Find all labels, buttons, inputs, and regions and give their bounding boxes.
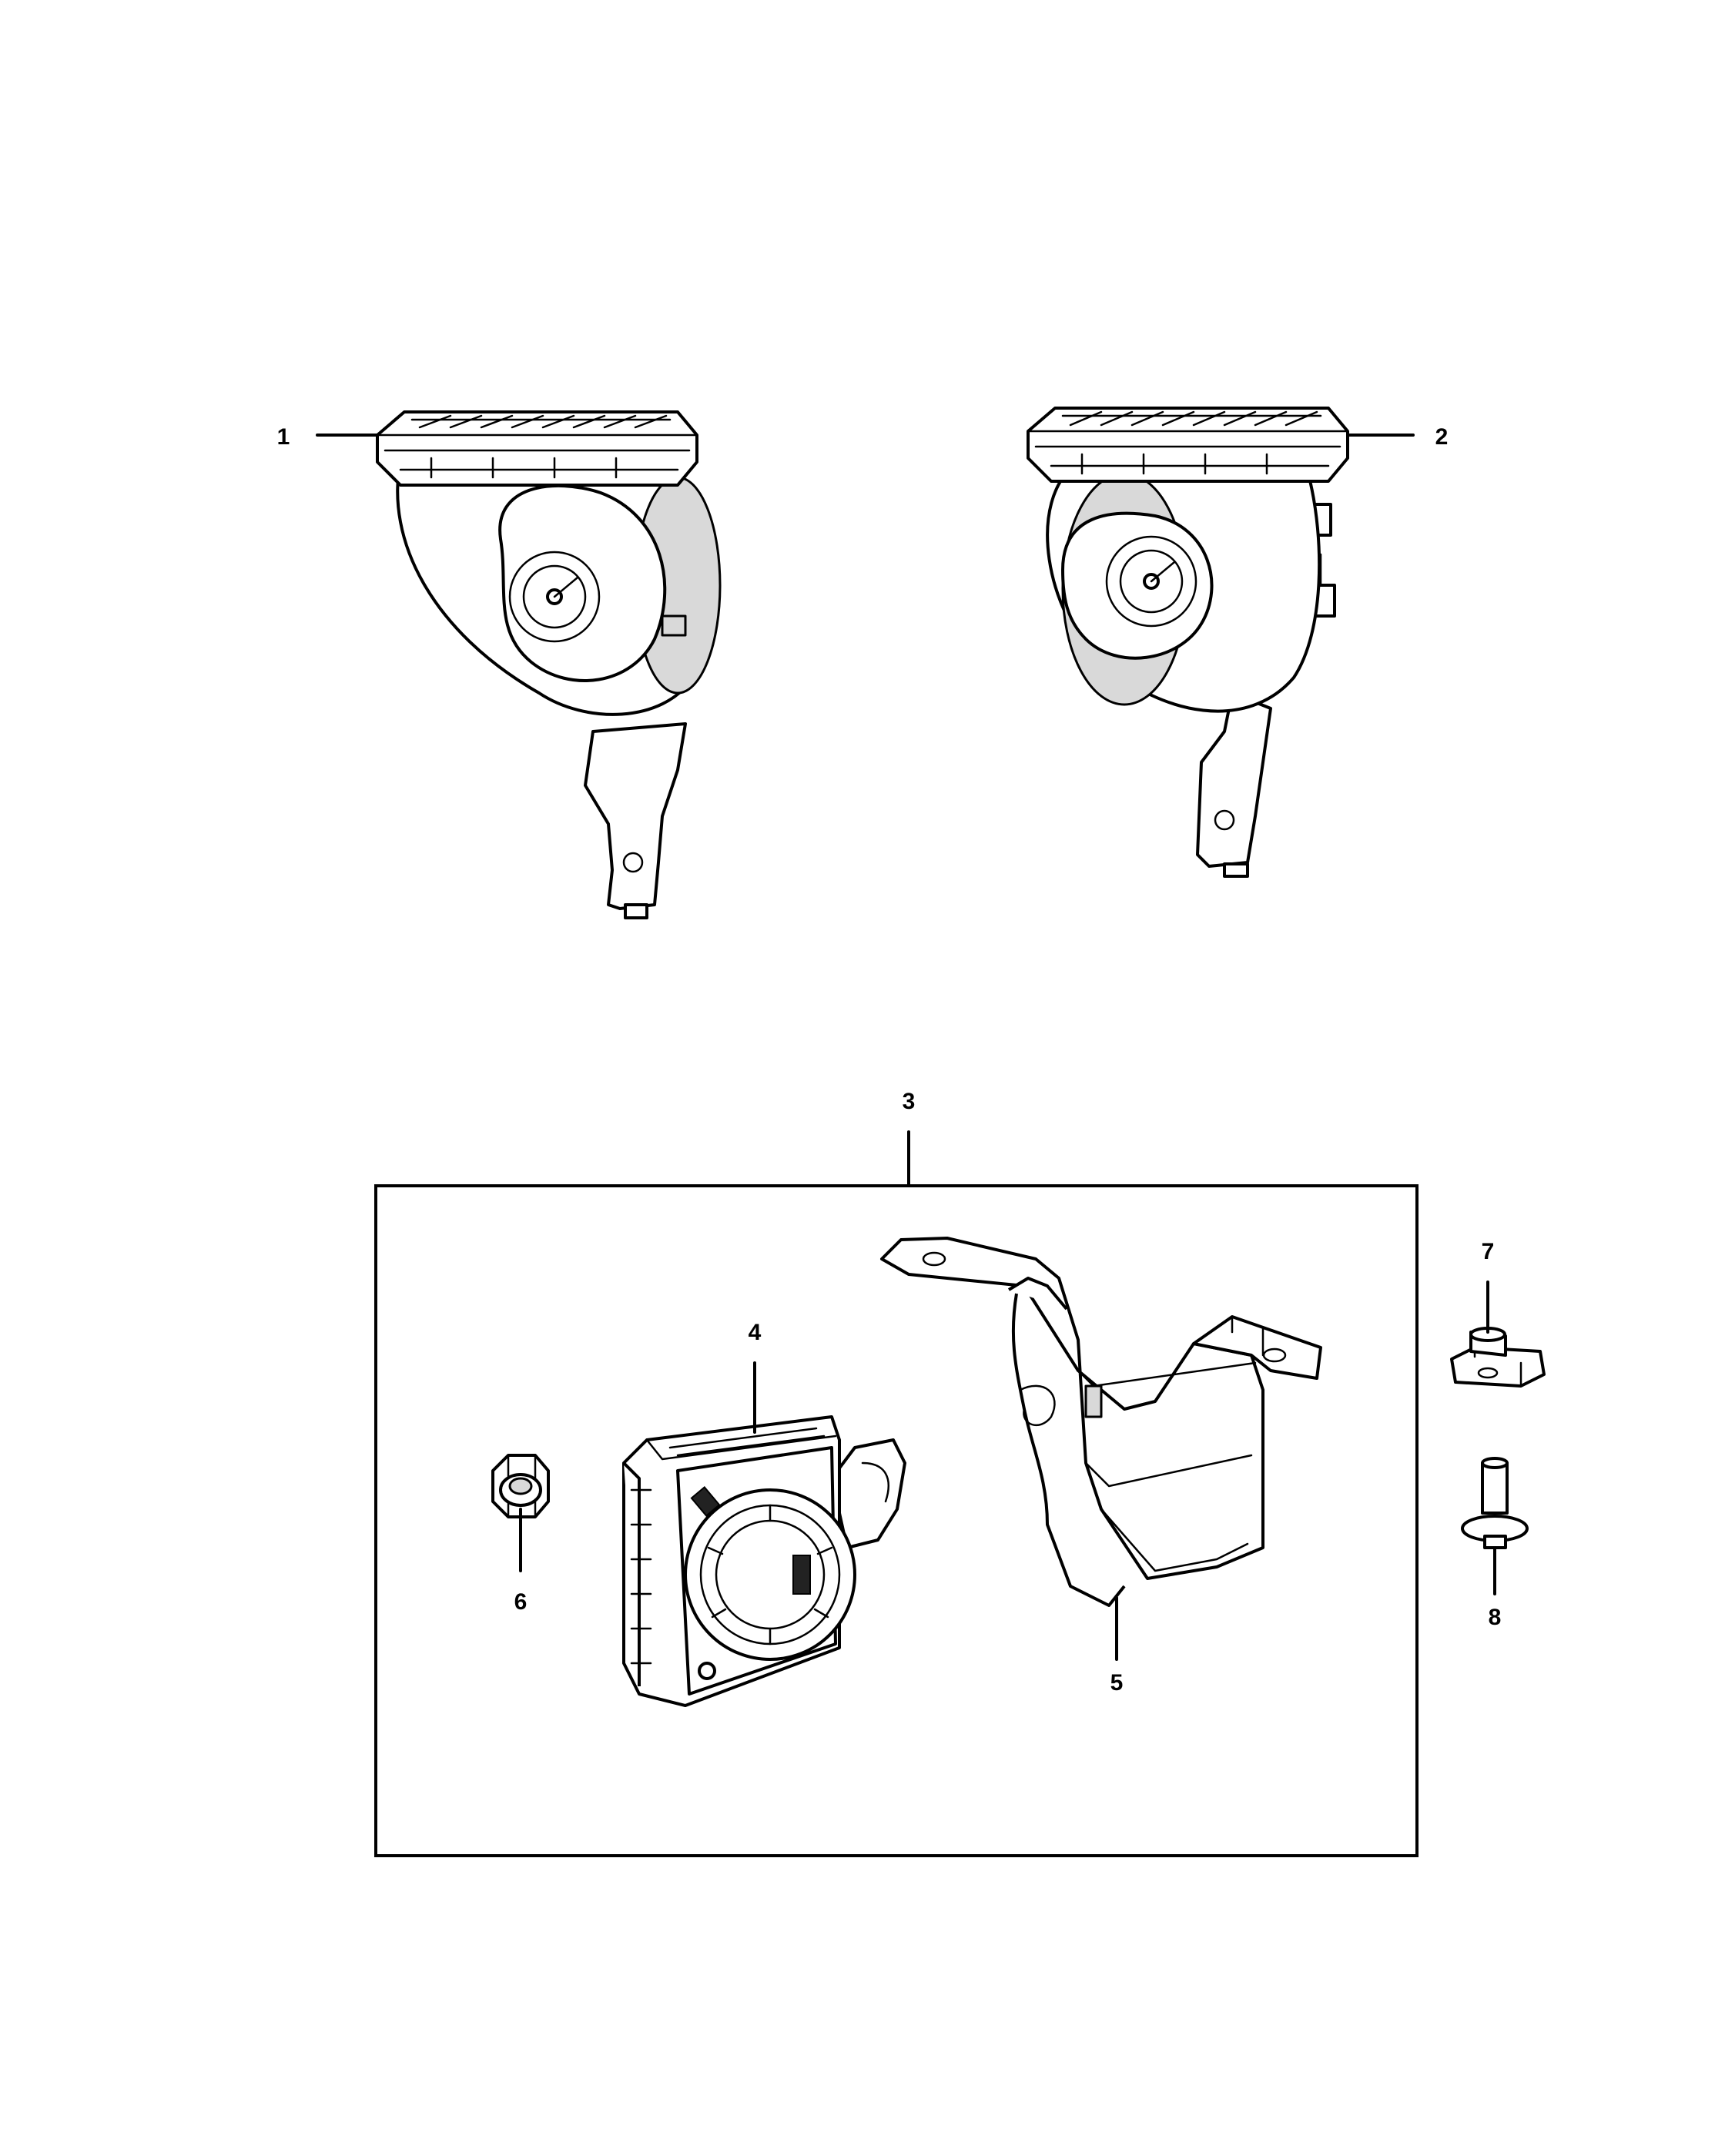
horn-part-1: [376, 410, 722, 919]
callout-labels: 1 2 3 4 5 6 7 8: [277, 424, 1502, 1696]
callout-7: 7: [1482, 1239, 1495, 1264]
nut-part-6: [491, 1454, 550, 1518]
horn-part-2: [1027, 407, 1349, 878]
callout-1: 1: [277, 424, 290, 450]
bracket-part-5: [880, 1237, 1322, 1607]
callout-5: 5: [1110, 1670, 1124, 1696]
callout-4: 4: [749, 1320, 762, 1345]
callout-8: 8: [1489, 1605, 1502, 1630]
clip-nut-part-7: [1450, 1327, 1546, 1388]
callout-6: 6: [514, 1589, 528, 1615]
callout-2: 2: [1435, 424, 1449, 450]
stud-part-8: [1461, 1457, 1529, 1549]
kit-box-part-3: [374, 1184, 1419, 1857]
callout-3: 3: [903, 1089, 916, 1114]
leader-lines: [316, 434, 1496, 1661]
siren-part-4: [622, 1415, 906, 1707]
